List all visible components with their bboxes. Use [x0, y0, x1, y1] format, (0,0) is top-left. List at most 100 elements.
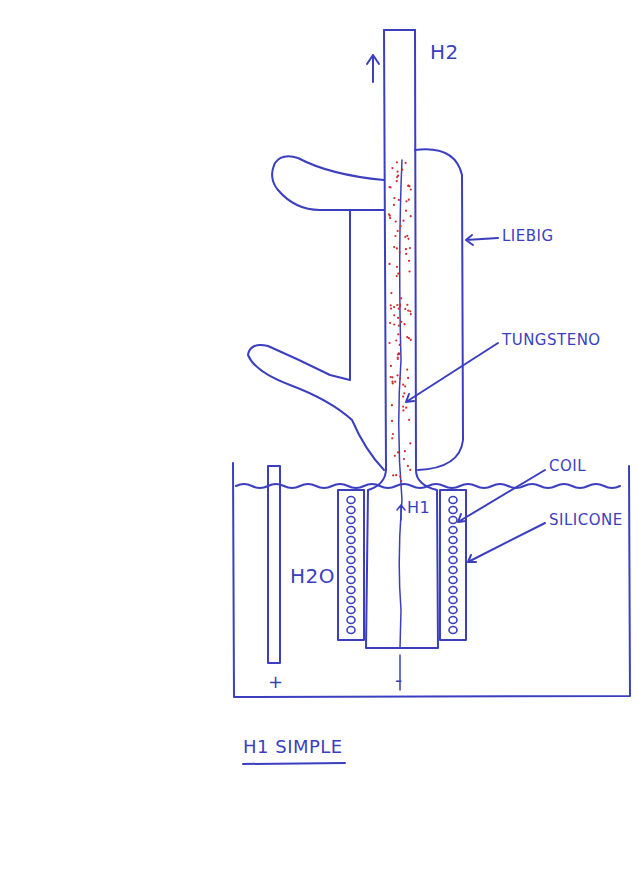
coil-turn [347, 507, 355, 514]
tungsten-dot [389, 186, 391, 188]
tungsten-dot [397, 357, 399, 359]
coil-turn [347, 577, 355, 584]
liebig-lower-arm [248, 210, 384, 470]
tungsten-dot [410, 215, 412, 217]
tungsten-dot [399, 377, 401, 379]
liquid-label: H2O [290, 566, 335, 586]
tungsten-dot [404, 450, 406, 452]
tungsten-dot [407, 184, 409, 186]
title-underline [243, 763, 345, 764]
tungsten-dot [391, 167, 393, 169]
tungsten-dot [397, 171, 399, 173]
tungsten-dot [394, 455, 396, 457]
liebig-jacket [415, 149, 463, 470]
coil-turn [347, 627, 355, 634]
tungsten-dot [395, 339, 397, 341]
leader-line [466, 235, 498, 245]
tungsten-dot [397, 317, 399, 319]
coil-turn [347, 497, 355, 504]
tungsten-particles [388, 161, 412, 482]
coil-turn [347, 617, 355, 624]
tungsten-dot [393, 204, 395, 206]
polarity-sign: - [395, 670, 403, 690]
tungsten-dot [406, 304, 408, 306]
part-label: SILICONE [549, 513, 623, 528]
tungsten-dot [399, 344, 401, 346]
tungsten-dot [403, 392, 405, 394]
tungsten-dot [399, 476, 401, 478]
coil-turn [449, 527, 457, 534]
coil-turn [449, 607, 457, 614]
tungsten-dot [408, 419, 410, 421]
tungsten-dot [392, 382, 394, 384]
coil-turn [449, 507, 457, 514]
coil-turn [449, 617, 457, 624]
coil-turn [347, 567, 355, 574]
tungsten-dot [396, 180, 398, 182]
tungsten-dot [408, 260, 410, 262]
leader-line [468, 523, 545, 562]
tungsten-dot [400, 225, 402, 227]
tungsten-dot [408, 185, 410, 187]
tungsten-dot [402, 396, 404, 398]
coil-turn [449, 557, 457, 564]
glass-tube [366, 30, 438, 648]
beaker [233, 463, 630, 697]
tungsten-dot [393, 314, 395, 316]
tungsten-dot [404, 385, 406, 387]
coil-turn [449, 627, 457, 634]
tungsten-dot [408, 199, 410, 201]
tungsten-dot [394, 235, 396, 237]
tungsten-dot [391, 376, 393, 378]
coil-turn [449, 577, 457, 584]
tungsten-dot [396, 176, 398, 178]
tungsten-dot [396, 275, 398, 277]
tungsten-dot [403, 323, 405, 325]
tungsten-dot [397, 451, 399, 453]
tungsten-dot [402, 384, 404, 386]
tungsten-dot [398, 325, 400, 327]
tungsten-dot [407, 465, 409, 467]
tungsten-dot [398, 199, 400, 201]
tungsten-dot [405, 200, 407, 202]
tungsten-dot [391, 420, 393, 422]
tungsten-dot [402, 220, 404, 222]
polarity-sign: + [268, 673, 284, 691]
tungsten-dot [405, 253, 407, 255]
coil-turn [449, 587, 457, 594]
leader-line [406, 343, 498, 402]
tungsten-dot [393, 306, 395, 308]
part-label: COIL [549, 459, 586, 474]
tungsten-dot [393, 323, 395, 325]
tungsten-dot [395, 220, 397, 222]
tungsten-dot [393, 246, 395, 248]
tungsten-dot [388, 342, 390, 344]
tungsten-dot [401, 169, 403, 171]
tungsten-dot [404, 308, 406, 310]
tungsten-dot [407, 377, 409, 379]
tungsten-dot [408, 337, 410, 339]
coil-turn [347, 527, 355, 534]
coil-windings [347, 497, 457, 634]
liebig-upper-arm [272, 156, 384, 210]
tungsten-dot [409, 469, 411, 471]
tungsten-dot [388, 263, 390, 265]
coil-turn [347, 547, 355, 554]
tungsten-dot [397, 333, 399, 335]
tungsten-dot [398, 353, 400, 355]
diagram-title: H1 SIMPLE [243, 738, 343, 756]
coil-turn [449, 537, 457, 544]
silicone-sleeve [440, 490, 466, 640]
tungsten-dot [391, 437, 393, 439]
tungsten-dot [390, 365, 392, 367]
coil-turn [347, 557, 355, 564]
tungsten-dot [393, 197, 395, 199]
tungsten-dot [410, 188, 412, 190]
tungsten-dot [396, 266, 398, 268]
tungsten-dot [389, 322, 391, 324]
coil-turn [449, 497, 457, 504]
tungsten-dot [397, 273, 399, 275]
part-label: LIEBIG [502, 229, 554, 244]
tungsten-dot [396, 161, 398, 163]
tungsten-dot [390, 308, 392, 310]
